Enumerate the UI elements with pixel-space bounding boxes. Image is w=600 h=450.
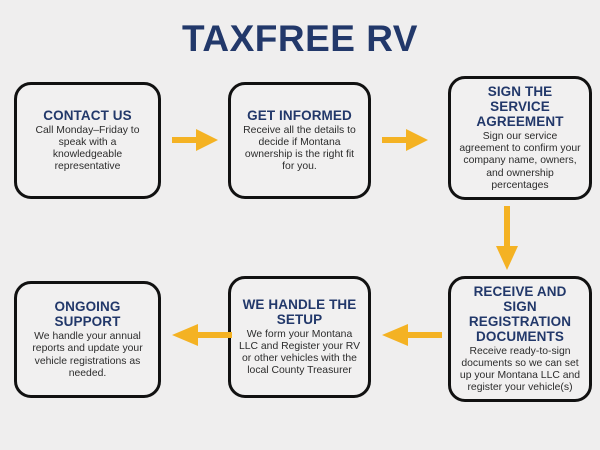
step-heading: WE HANDLE THE SETUP [242,296,357,327]
step-heading: CONTACT US [43,107,132,123]
arrow-right-icon [382,127,428,153]
step-body: Receive all the details to decide if Mon… [243,124,356,173]
step-heading: SIGN THE SERVICE AGREEMENT [476,83,564,129]
arrow-left-icon [172,322,232,348]
step-body: Receive ready-to-sign documents so we ca… [459,345,581,394]
step-body: We form your Montana LLC and Register yo… [238,328,361,377]
step-box-we-handle-setup: WE HANDLE THE SETUP We form your Montana… [228,276,371,398]
step-body: Sign our service agreement to confirm yo… [459,130,581,191]
step-box-sign-agreement: SIGN THE SERVICE AGREEMENT Sign our serv… [448,76,592,200]
arrow-right-icon [172,127,218,153]
step-box-get-informed: GET INFORMED Receive all the details to … [228,82,371,199]
step-body: We handle your annual reports and update… [32,331,143,379]
step-box-receive-sign: RECEIVE AND SIGN REGISTRATION DOCUMENTS … [448,276,592,402]
step-heading: ONGOING SUPPORT [54,299,121,330]
page-title: TAXFREE RV [182,18,418,59]
arrow-left-icon [382,322,442,348]
step-body: Call Monday–Friday to speak with a knowl… [35,124,140,173]
step-box-contact-us: CONTACT US Call Monday–Friday to speak w… [14,82,161,199]
arrow-down-icon [494,206,520,270]
step-heading: GET INFORMED [247,107,352,123]
step-heading: RECEIVE AND SIGN REGISTRATION DOCUMENTS [468,283,572,344]
step-box-ongoing-support: ONGOING SUPPORT We handle your annual re… [14,281,161,398]
